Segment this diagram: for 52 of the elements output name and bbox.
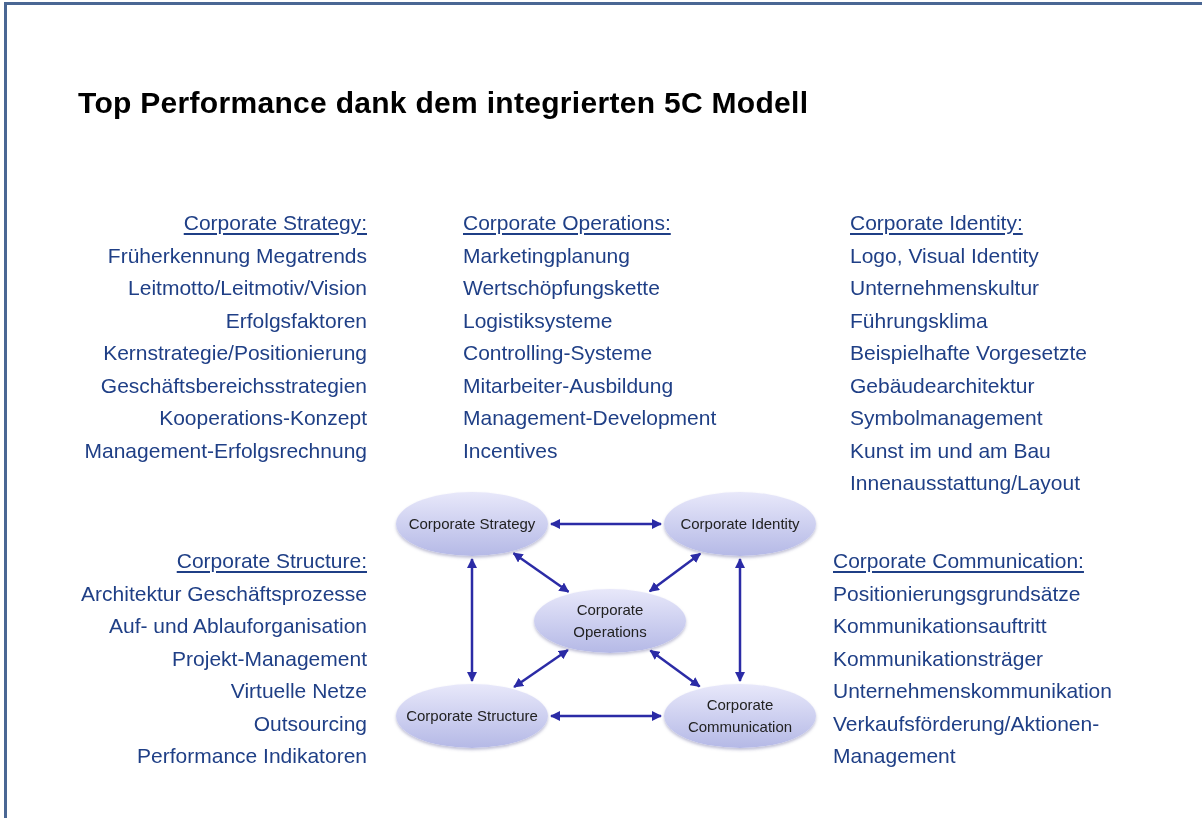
list-item: Logo, Visual Identity — [850, 242, 1039, 269]
list-item: Verkaufsförderung/Aktionen-Management — [833, 710, 1101, 769]
list-item: Controlling-Systeme — [463, 340, 653, 366]
list-item: Kunst im und am Bau — [850, 437, 1051, 464]
double-arrow — [735, 558, 745, 682]
list-item: Projekt-Management — [172, 645, 367, 672]
list-item: Architektur Geschäftsprozesse — [81, 580, 367, 607]
double-arrow — [550, 519, 662, 529]
list-item: Innenausstattung/Layout — [850, 470, 1080, 496]
list-item: Unternehmenskultur — [850, 275, 1040, 301]
list-item: Kommunikationsauftritt — [833, 613, 1047, 639]
list-item: Kooperations-Konzept — [159, 405, 367, 431]
double-arrow — [649, 649, 701, 688]
list-item: Positionierungsgrundsätze — [833, 580, 1081, 607]
list-item: Management-Erfolgsrechnung — [84, 437, 367, 464]
section-heading: Corporate Identity: — [850, 210, 1023, 236]
list-item: Auf- und Ablauforganisation — [108, 613, 367, 639]
double-arrow — [648, 552, 702, 593]
list-item: Mitarbeiter-Ausbildung — [463, 372, 674, 399]
list-item: Outsourcing — [253, 710, 367, 737]
section-heading: Corporate Communication: — [833, 548, 1084, 574]
list-item: Geschäftsbereichsstrategien — [100, 372, 367, 399]
list-item: Leitmotto/Leitmotiv/Vision — [128, 275, 367, 301]
ellipse-node: Corporate Strategy — [396, 492, 548, 556]
list-item: Beispielhafte Vorgesetzte — [850, 340, 1087, 366]
double-arrow — [550, 711, 662, 721]
list-item: Performance Indikatoren — [137, 743, 367, 769]
list-item: Marketingplanung — [463, 242, 630, 269]
list-item: Kommunikationsträger — [833, 645, 1044, 672]
section-heading: Corporate Operations: — [463, 210, 671, 236]
list-item: Wertschöpfungskette — [463, 275, 660, 301]
double-arrow — [512, 552, 570, 593]
ellipse-node: Corporate Identity — [664, 492, 816, 556]
list-item: Logistiksysteme — [463, 307, 613, 334]
ellipse-node: Corporate Communication — [664, 684, 816, 748]
list-item: Früherkennung Megatrends — [107, 242, 367, 269]
list-item: Management-Development — [463, 405, 717, 431]
double-arrow — [513, 648, 569, 689]
title: Top Performance dank dem integrierten 5C Modell — [78, 85, 809, 121]
list-item: Unternehmenskommunikation — [833, 678, 1112, 704]
ellipse-node: Corporate Structure — [396, 684, 548, 748]
section-heading: Corporate Strategy: — [183, 210, 367, 236]
list-item: Virtuelle Netze — [230, 678, 367, 704]
list-item: Symbolmanagement — [850, 405, 1043, 431]
list-item: Führungsklima — [850, 307, 988, 334]
list-item: Gebäudearchitektur — [850, 372, 1035, 399]
list-item: Erfolgsfaktoren — [225, 307, 367, 334]
ellipse-node: Corporate Operations — [534, 589, 686, 653]
list-item: Kernstrategie/Positionierung — [103, 340, 367, 366]
double-arrow — [467, 558, 477, 682]
list-item: Incentives — [463, 437, 558, 464]
section-heading: Corporate Structure: — [176, 548, 367, 574]
